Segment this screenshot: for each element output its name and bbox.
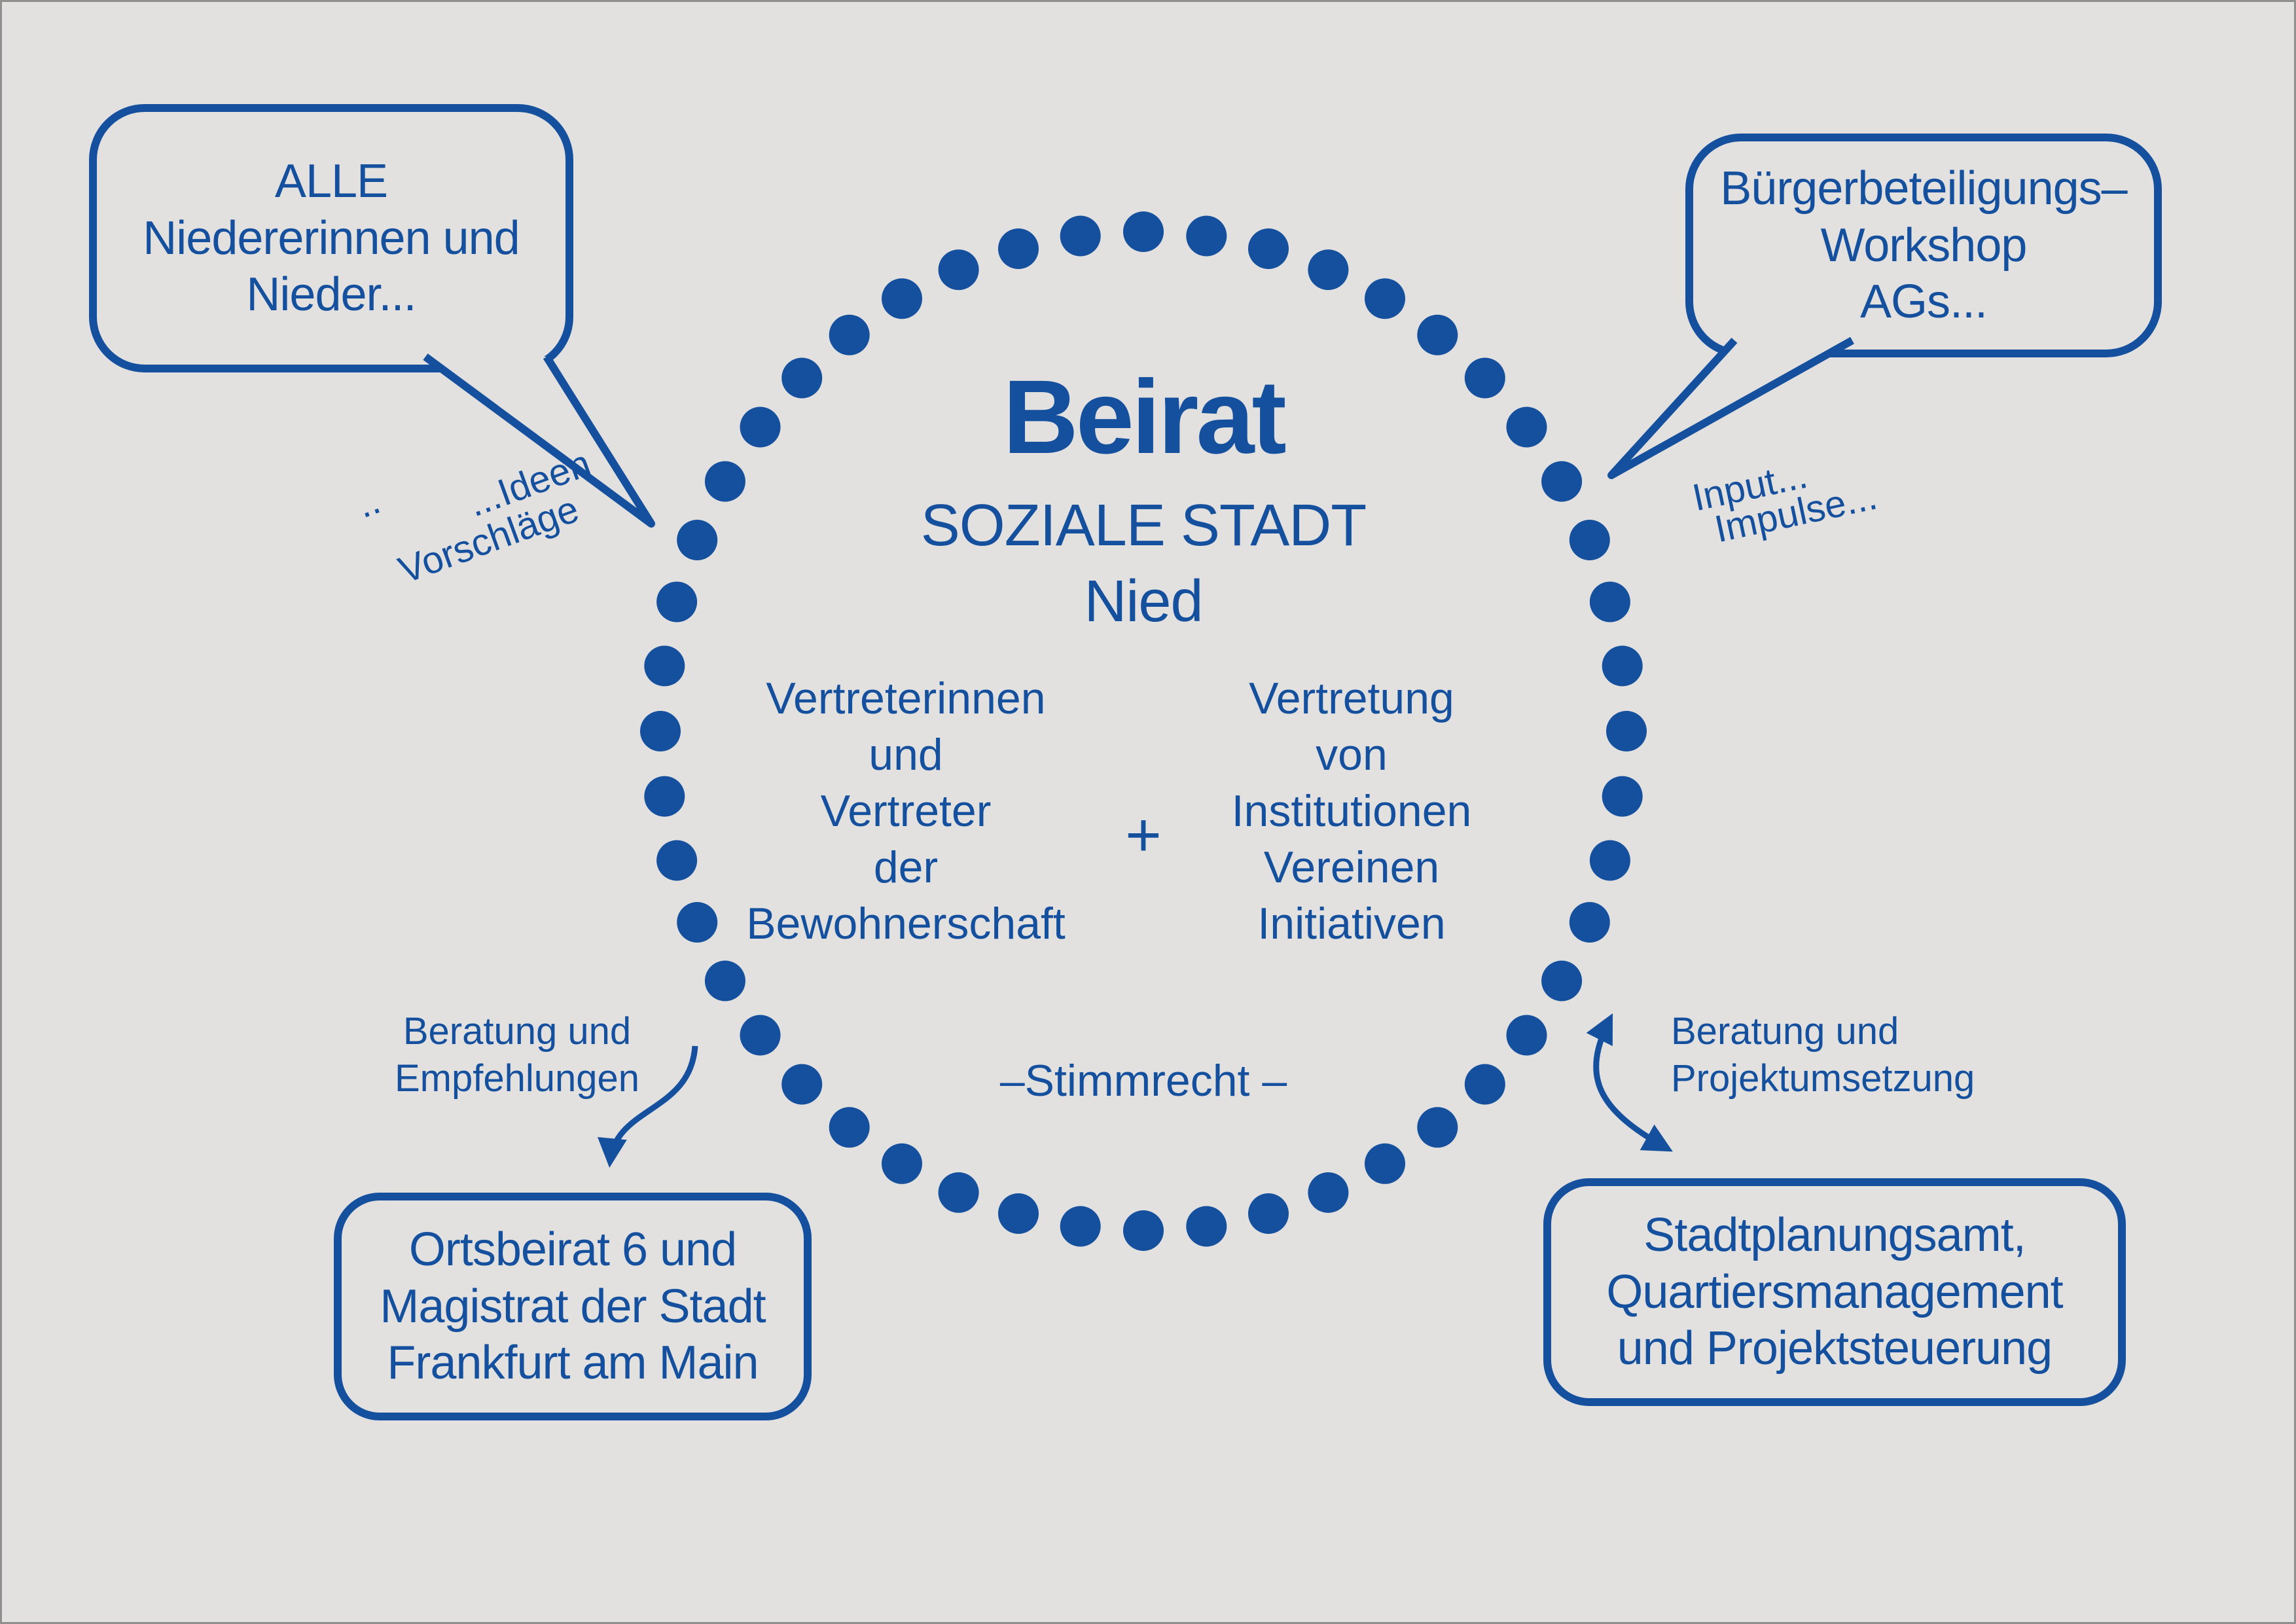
bubble-residents-line1: ALLE xyxy=(274,155,388,208)
bubble-workshops-line1: Bürgerbeteiligungs– xyxy=(1720,162,2127,215)
label-dots-mark: .. xyxy=(351,478,386,527)
bubble-residents-line2: Niedererinnen und xyxy=(143,211,520,264)
group-institutionen-line1: Vertretung xyxy=(1249,674,1454,723)
group-institutionen-line4: Vereinen xyxy=(1263,842,1440,892)
circle-dot-icon xyxy=(1365,1143,1405,1184)
bubble-tail-right-icon xyxy=(1607,336,1854,479)
box-ortsbeirat: Ortsbeirat 6 und Magistrat der Stadt Fra… xyxy=(334,1193,812,1420)
group-bewohnerschaft: Vertreterinnen und Vertreter der Bewohne… xyxy=(644,670,1168,952)
box-stadtplanungsamt-line1: Stadtplanungsamt, xyxy=(1643,1209,2026,1262)
group-bewohnerschaft-line4: der xyxy=(873,842,939,892)
circle-dot-icon xyxy=(1417,1107,1458,1148)
circle-dot-icon xyxy=(1506,1015,1547,1056)
circle-dot-icon xyxy=(1541,960,1583,1001)
label-beratung-projektumsetzung-line1: Beratung und xyxy=(1671,1010,1899,1053)
circle-dot-icon xyxy=(656,581,698,623)
circle-dot-icon xyxy=(1060,215,1101,257)
circle-dot-icon xyxy=(1060,1206,1101,1247)
circle-dot-icon xyxy=(1308,1172,1349,1213)
label-beratung-empfehlungen-line2: Empfehlungen xyxy=(394,1057,640,1100)
circle-dot-icon xyxy=(1186,215,1227,257)
circle-dot-icon xyxy=(1589,581,1630,623)
circle-dot-icon xyxy=(882,1143,922,1184)
plus-sign: + xyxy=(1125,801,1162,870)
box-stadtplanungsamt: Stadtplanungsamt, Quartiersmanagement un… xyxy=(1543,1178,2126,1406)
circle-dot-icon xyxy=(1506,406,1547,448)
box-ortsbeirat-line2: Magistrat der Stadt xyxy=(380,1280,766,1333)
group-bewohnerschaft-line1: Vertreterinnen xyxy=(766,674,1046,723)
circle-dot-icon xyxy=(704,960,745,1001)
circle-dot-icon xyxy=(1123,211,1164,252)
circle-dot-icon xyxy=(1541,461,1583,502)
circle-dot-icon xyxy=(1464,1064,1505,1105)
circle-dot-icon xyxy=(1308,249,1349,291)
group-institutionen-line2: von xyxy=(1316,730,1388,780)
circle-dot-icon xyxy=(938,249,979,291)
circle-dot-icon xyxy=(998,228,1039,269)
circle-title: Beirat xyxy=(1003,358,1287,475)
circle-dot-icon xyxy=(829,1107,870,1148)
circle-dot-icon xyxy=(704,461,745,502)
circle-dot-icon xyxy=(677,520,718,560)
label-beratung-empfehlungen-line1: Beratung und xyxy=(403,1010,632,1053)
box-stadtplanungsamt-line3: und Projektsteuerung xyxy=(1617,1322,2053,1375)
voting-note: –Stimmrecht – xyxy=(999,1056,1287,1106)
circle-dot-icon xyxy=(1417,314,1458,355)
circle-dot-icon xyxy=(1569,520,1610,560)
group-institutionen-line5: Initiativen xyxy=(1257,899,1446,948)
group-bewohnerschaft-line3: Vertreter xyxy=(820,786,992,836)
bubble-workshops-line2: Workshop xyxy=(1820,219,2028,272)
circle-subtitle: SOZIALE STADT xyxy=(920,493,1367,558)
box-ortsbeirat-line3: Frankfurt am Main xyxy=(387,1337,759,1390)
speech-bubble-residents: ALLE Niedererinnen und Nieder... xyxy=(89,104,573,372)
label-beratung-projektumsetzung-line2: Projektumsetzung xyxy=(1671,1057,1975,1100)
group-institutionen-line3: Institutionen xyxy=(1231,786,1472,836)
arrow-beratung-right-icon xyxy=(1586,1013,1673,1152)
circle-dot-icon xyxy=(938,1172,979,1213)
circle-dot-icon xyxy=(998,1193,1039,1234)
group-bewohnerschaft-line5: Bewohnerschaft xyxy=(746,899,1066,948)
circle-dot-icon xyxy=(740,406,781,448)
circle-dot-icon xyxy=(1186,1206,1227,1247)
circle-dot-icon xyxy=(1464,357,1505,399)
group-institutionen: Vertretung von Institutionen Vereinen In… xyxy=(1090,670,1613,952)
box-stadtplanungsamt-line2: Quartiersmanagement xyxy=(1606,1265,2063,1318)
bubble-workshops-line3: AGs... xyxy=(1859,276,1988,329)
group-bewohnerschaft-line2: und xyxy=(869,730,943,780)
label-beratung-projektumsetzung: Beratung und Projektumsetzung xyxy=(1671,1008,2037,1102)
circle-dot-icon xyxy=(1123,1210,1164,1251)
speech-bubble-workshops: Bürgerbeteiligungs– Workshop AGs... xyxy=(1685,134,2162,357)
box-ortsbeirat-line1: Ortsbeirat 6 und xyxy=(408,1223,737,1276)
bubble-residents-line3: Nieder... xyxy=(246,268,416,321)
circle-dot-icon xyxy=(829,314,870,355)
circle-dot-icon xyxy=(740,1015,781,1056)
circle-dot-icon xyxy=(1365,278,1405,319)
label-beratung-empfehlungen: Beratung und Empfehlungen xyxy=(386,1008,648,1102)
circle-dot-icon xyxy=(882,278,922,319)
circle-dot-icon xyxy=(1248,1193,1289,1234)
circle-subtitle-nied: Nied xyxy=(1084,569,1203,634)
circle-dot-icon xyxy=(1248,228,1289,269)
